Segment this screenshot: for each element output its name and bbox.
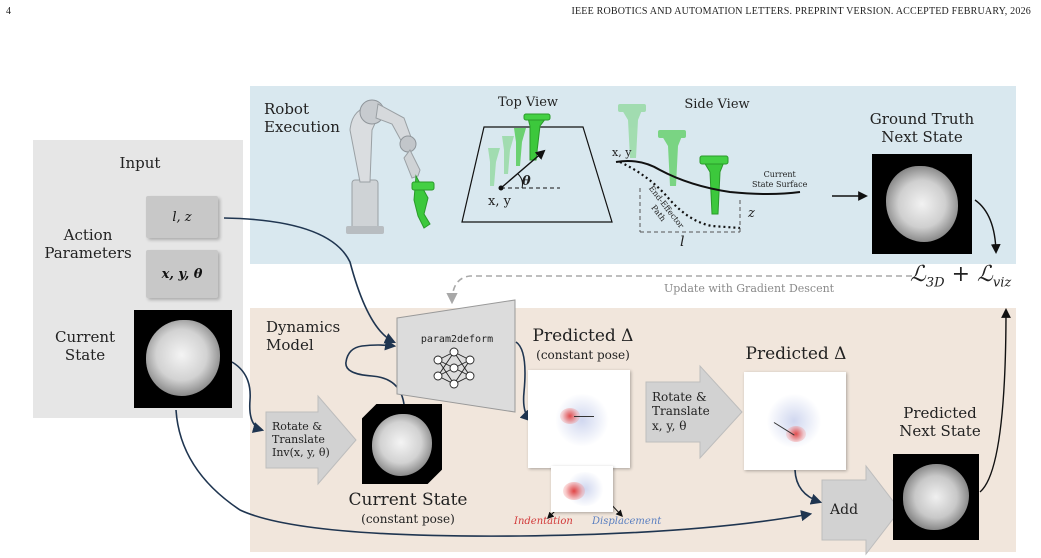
ground-truth-next-state-image (872, 154, 972, 254)
input-title: Input (119, 154, 161, 172)
loss-viz: ℒviz (977, 262, 1012, 291)
loss-expression: ℒ3D + ℒviz (910, 262, 1011, 291)
rotate-fwd-label: Rotate & Translate x, y, θ (652, 390, 710, 433)
param-xytheta-box: x, y, θ (146, 250, 218, 298)
add-label: Add (830, 502, 859, 518)
indentation-label: Indentation (514, 516, 573, 527)
param2deform-label: param2deform (420, 334, 494, 345)
param2deform-block (396, 299, 516, 413)
current-state-image (134, 310, 232, 408)
running-title: IEEE ROBOTICS AND AUTOMATION LETTERS. PR… (571, 6, 1031, 17)
param-lz-text: l, z (172, 209, 192, 225)
rotate-inv-arrow-shape (265, 394, 357, 486)
dynamics-model-title: Dynamics Model (266, 318, 341, 354)
gradient-descent-arrow (446, 275, 912, 305)
gradient-descent-label: Update with Gradient Descent (664, 282, 835, 295)
top-view-title: Top View (497, 95, 559, 110)
current-state-constant-subtitle: (constant pose) (361, 512, 455, 526)
side-view-xy-label: x, y (612, 146, 632, 159)
loss-plus: + (951, 262, 970, 287)
page-number: 4 (6, 6, 12, 17)
current-state-label: Current State (54, 328, 116, 364)
ground-truth-title: Ground Truth Next State (869, 110, 975, 146)
predicted-delta-image (744, 372, 846, 470)
rotate-inv-label: Rotate & Translate Inv(x, y, θ) (272, 420, 330, 460)
robot-arm-illustration (346, 99, 435, 234)
predicted-next-state-title: Predicted Next State (899, 404, 981, 440)
z-dimension-label: z (748, 206, 755, 221)
side-view-title: Side View (684, 97, 750, 112)
param-xytheta-text: x, y, θ (161, 266, 203, 282)
displacement-zoom-image (551, 466, 613, 512)
param-lz-box: l, z (146, 196, 218, 238)
rotate-fwd-arrow-shape (645, 364, 743, 460)
predicted-delta-constant-title: Predicted Δ (532, 326, 634, 346)
top-view-theta-label: θ (522, 174, 531, 189)
displacement-label: Displacement (592, 516, 662, 527)
side-view-diagram (615, 104, 801, 233)
predicted-delta-title: Predicted Δ (745, 344, 847, 364)
predicted-delta-constant-image (528, 370, 630, 468)
l-dimension-label: l (680, 234, 685, 250)
current-state-constant-title: Current State (348, 490, 468, 510)
robot-execution-title: Robot Execution (264, 100, 340, 136)
top-view-xy-label: x, y (488, 194, 511, 209)
current-state-constant-pose-image (362, 404, 442, 484)
loss-3d: ℒ3D (910, 262, 945, 291)
current-state-surface-label: Current State Surface (752, 170, 808, 189)
top-view-diagram (461, 113, 613, 223)
action-parameters-label: Action Parameters (44, 226, 132, 262)
neural-network-icon (433, 347, 475, 389)
add-arrow-shape (821, 464, 901, 556)
predicted-delta-constant-subtitle: (constant pose) (536, 348, 630, 362)
predicted-next-state-image (893, 454, 979, 540)
